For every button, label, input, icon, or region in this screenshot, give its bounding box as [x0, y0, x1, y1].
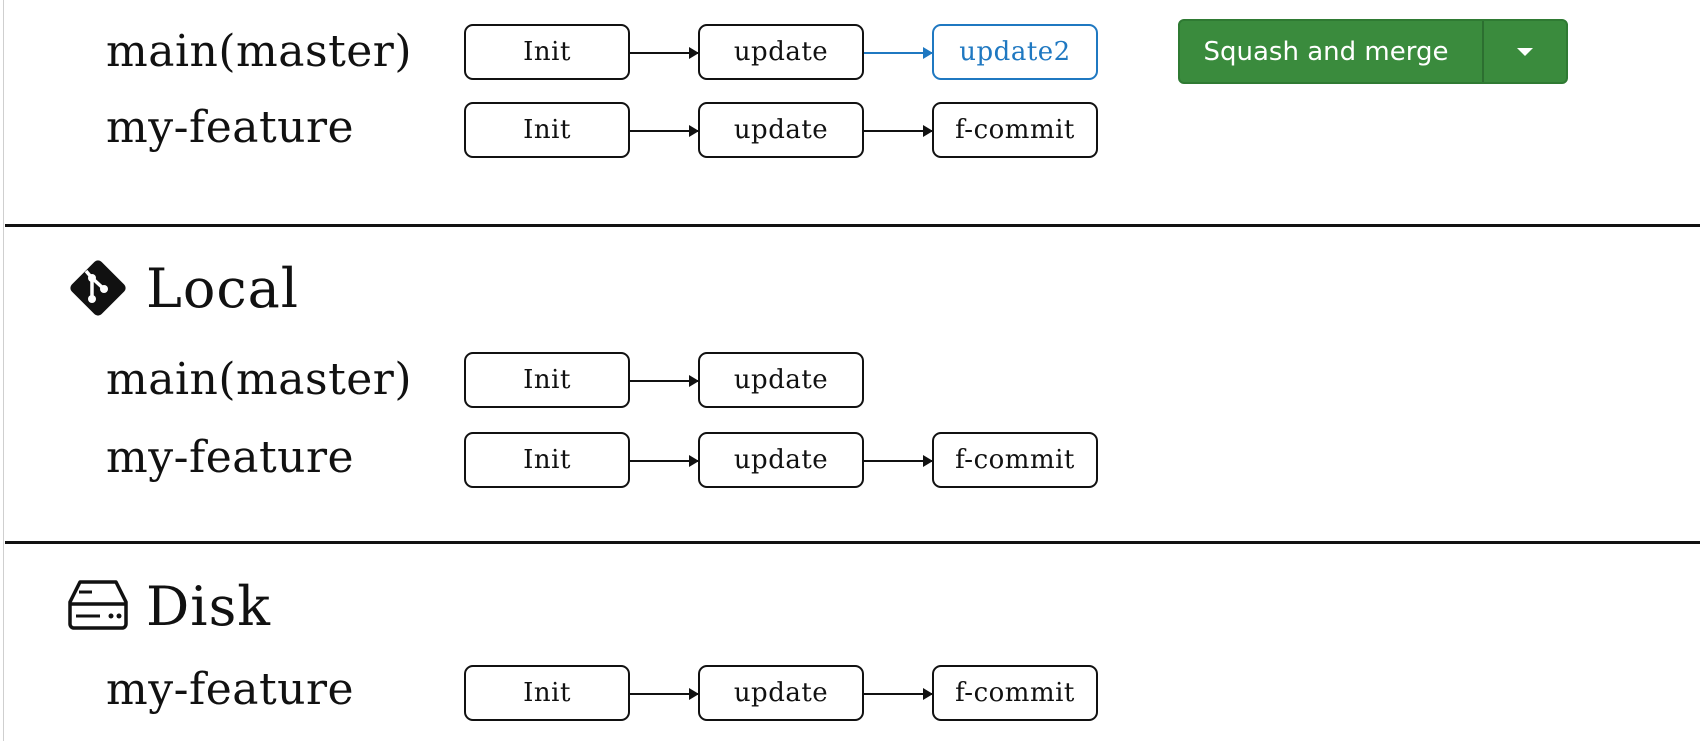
remote-main-arrow-2 [864, 47, 933, 59]
section-divider-local-disk [5, 541, 1700, 544]
remote-main-arrow-1 [630, 47, 699, 59]
remote-feature-arrow-1 [630, 125, 699, 137]
disk-feature-commit-update: update [698, 665, 864, 721]
caret-down-icon [1517, 47, 1533, 56]
hard-drive-icon [68, 580, 128, 630]
local-feature-branch-label: my-feature [106, 432, 355, 483]
page-left-border [3, 0, 4, 741]
squash-and-merge-label[interactable]: Squash and merge [1203, 36, 1449, 67]
merge-button-separator [1482, 21, 1484, 82]
local-feature-commit-f-commit: f-commit [932, 432, 1098, 488]
local-main-commit-update: update [698, 352, 864, 408]
local-feature-arrow-1 [630, 455, 699, 467]
merge-options-dropdown-button[interactable] [1484, 21, 1566, 82]
remote-main-commit-update2: update2 [932, 24, 1098, 80]
disk-feature-arrow-1 [630, 688, 699, 700]
disk-feature-arrow-2 [864, 688, 933, 700]
squash-and-merge-button[interactable]: Squash and merge [1178, 19, 1568, 84]
disk-feature-commit-init: Init [464, 665, 630, 721]
remote-main-commit-update: update [698, 24, 864, 80]
remote-feature-branch-label: my-feature [106, 102, 355, 153]
disk-feature-commit-f-commit: f-commit [932, 665, 1098, 721]
local-main-arrow-1 [630, 375, 699, 387]
git-icon [70, 260, 126, 316]
local-feature-arrow-2 [864, 455, 933, 467]
remote-main-branch-label: main(master) [106, 26, 412, 77]
local-feature-commit-init: Init [464, 432, 630, 488]
local-section-title: Local [146, 257, 300, 320]
local-main-commit-init: Init [464, 352, 630, 408]
remote-feature-commit-init: Init [464, 102, 630, 158]
remote-feature-commit-update: update [698, 102, 864, 158]
disk-section-title: Disk [146, 575, 271, 638]
local-main-branch-label: main(master) [106, 354, 412, 405]
disk-feature-branch-label: my-feature [106, 664, 355, 715]
remote-feature-commit-f-commit: f-commit [932, 102, 1098, 158]
local-feature-commit-update: update [698, 432, 864, 488]
section-divider-remote-local [5, 224, 1700, 227]
remote-feature-arrow-2 [864, 125, 933, 137]
remote-main-commit-init: Init [464, 24, 630, 80]
